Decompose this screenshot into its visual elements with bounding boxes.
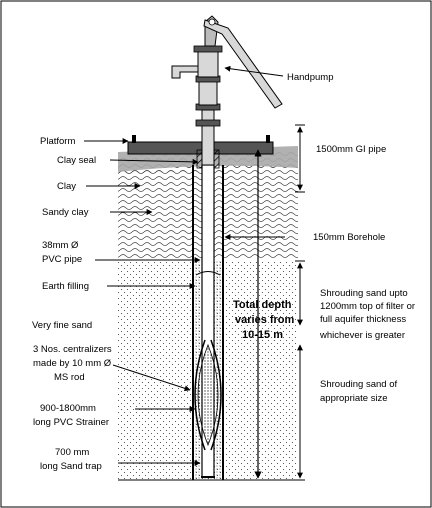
centralizers-leader: [112, 364, 191, 392]
label-pvc-pipe: PVC pipe: [42, 254, 82, 265]
label-shrouding-upto-4: whichever is greater: [319, 330, 405, 341]
pvc-strainer: [197, 343, 219, 447]
label-clay-seal: Clay seal: [57, 155, 96, 166]
label-total-depth-3: 10-15 m: [242, 329, 283, 341]
spout: [171, 65, 199, 79]
label-centralizers-3: MS rod: [54, 372, 85, 383]
label-shrouding-upto-3: full aquifer thickness: [320, 314, 406, 325]
label-clay: Clay: [57, 181, 76, 192]
leader-arrows: [84, 65, 285, 466]
label-shrouding-upto-1: Shrouding sand upto: [320, 288, 408, 299]
label-sand-trap-2: long Sand trap: [40, 461, 102, 472]
label-shrouding-size-1: Shrouding sand of: [320, 379, 397, 390]
label-sandy-clay: Sandy clay: [42, 207, 89, 218]
pump-handle: [203, 19, 283, 109]
label-earth-filling: Earth filling: [42, 281, 89, 292]
label-shrouding-upto-2: 1200mm top of filter or: [320, 301, 415, 312]
label-pvc-pipe-size: 38mm Ø: [42, 240, 79, 251]
label-strainer-1: 900-1800mm: [40, 403, 96, 414]
centralizers: [194, 339, 222, 451]
label-handpump: Handpump: [287, 72, 333, 83]
label-shrouding-size-2: appropriate size: [320, 393, 388, 404]
label-very-fine-sand: Very fine sand: [32, 320, 92, 331]
label-borehole: 150mm Borehole: [313, 232, 385, 243]
labels: Handpump Platform Clay seal Clay Sandy c…: [32, 72, 415, 472]
label-total-depth-1: Total depth: [233, 299, 292, 311]
handpump-leader: [224, 65, 284, 77]
label-strainer-2: long PVC Strainer: [33, 417, 109, 428]
label-centralizers-2: made by 10 mm Ø: [33, 358, 112, 369]
label-gi-pipe: 1500mm GI pipe: [316, 144, 386, 155]
label-platform: Platform: [40, 136, 75, 147]
label-total-depth-2: varies from: [235, 314, 295, 326]
dimension-lines: [254, 124, 305, 481]
label-sand-trap-1: 700 mm: [55, 447, 89, 458]
clay-seal-leader: [109, 158, 199, 165]
handpump: [171, 15, 283, 166]
label-centralizers-1: 3 Nos. centralizers: [33, 344, 112, 355]
